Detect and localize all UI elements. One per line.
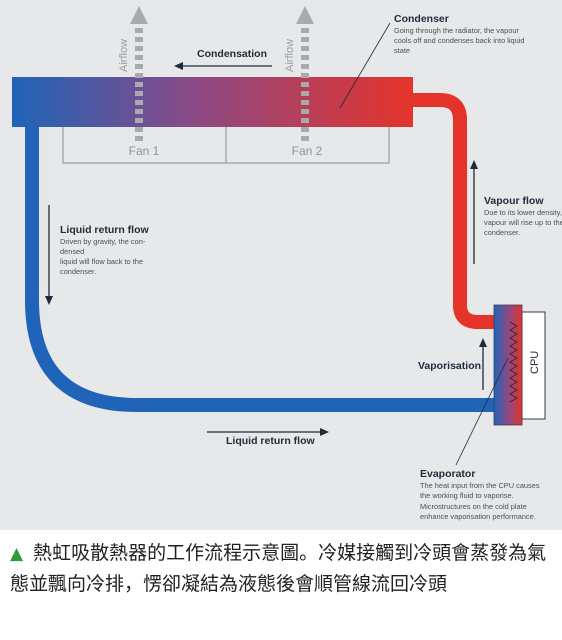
vapour-flow-desc-line-2: vapour will rise up to the — [484, 218, 562, 227]
evaporator-title: Evaporator — [420, 468, 475, 480]
vapour-flow-arrow — [470, 160, 478, 264]
condenser-desc-line-2: cools off and condenses back into liquid — [394, 36, 525, 45]
airflow-arrow-left — [130, 6, 148, 141]
caption-triangle-icon: ▲ — [10, 544, 24, 564]
vapour-flow-title: Vapour flow — [484, 195, 544, 207]
condenser-radiator — [12, 77, 413, 127]
evaporator-desc-line-1: The heat input from the CPU causes — [420, 481, 540, 490]
condenser-leader-line — [339, 22, 391, 109]
thermosiphon-diagram: Fan 1 Fan 2 Airflow Airflow Condensation… — [12, 6, 562, 521]
airflow-arrow-right — [296, 6, 314, 141]
liquid-return-desc-line-2: densed — [60, 247, 84, 256]
liquid-down-arrow — [45, 205, 53, 305]
airflow-label-right: Airflow — [284, 39, 296, 72]
diagram-canvas: Fan 1 Fan 2 Airflow Airflow Condensation… — [0, 0, 562, 530]
vapour-flow-desc-line-1: Due to its lower density, — [484, 208, 562, 217]
liquid-return-bottom-label: Liquid return flow — [226, 435, 315, 447]
liquid-return-title: Liquid return flow — [60, 224, 149, 236]
evaporator-desc-line-4: enhance vaporisation performance. — [420, 512, 536, 521]
evaporator-desc-line-2: the working fluid to vaporise. — [420, 491, 514, 500]
vapour-pipe — [410, 93, 498, 329]
figure-caption: ▲熱虹吸散熱器的工作流程示意圖。冷媒接觸到冷頭會蒸發為氣態並飄向冷排，愣卻凝結為… — [10, 538, 555, 599]
microstructure-zigzag — [509, 321, 518, 403]
vapour-flow-desc-line-3: condenser. — [484, 228, 520, 237]
fan-2-label: Fan 2 — [292, 144, 323, 158]
cpu-label: CPU — [529, 351, 541, 374]
evaporator-block — [493, 304, 523, 426]
liquid-return-desc-line-3: liquid will flow back to the — [60, 257, 143, 266]
vaporisation-arrow — [479, 338, 487, 390]
condenser-desc-line-3: state — [394, 46, 410, 55]
liquid-right-arrow — [207, 428, 329, 436]
fan-1-label: Fan 1 — [129, 144, 160, 158]
liquid-return-pipe — [25, 110, 498, 412]
evaporator-desc-line-3: Microstructures on the cold plate — [420, 502, 527, 511]
condensation-label: Condensation — [197, 48, 267, 60]
liquid-return-desc-line-1: Driven by gravity, the con- — [60, 237, 146, 246]
evaporator-leader-line — [455, 357, 509, 466]
condensation-arrow — [174, 62, 272, 70]
vaporisation-label: Vaporisation — [418, 360, 481, 372]
caption-text: 熱虹吸散熱器的工作流程示意圖。冷媒接觸到冷頭會蒸發為氣態並飄向冷排，愣卻凝結為液… — [10, 542, 547, 595]
liquid-return-desc-line-4: condenser. — [60, 267, 96, 276]
condenser-title: Condenser — [394, 13, 449, 25]
condenser-desc-line-1: Going through the radiator, the vapour — [394, 26, 519, 35]
airflow-label-left: Airflow — [118, 39, 130, 72]
